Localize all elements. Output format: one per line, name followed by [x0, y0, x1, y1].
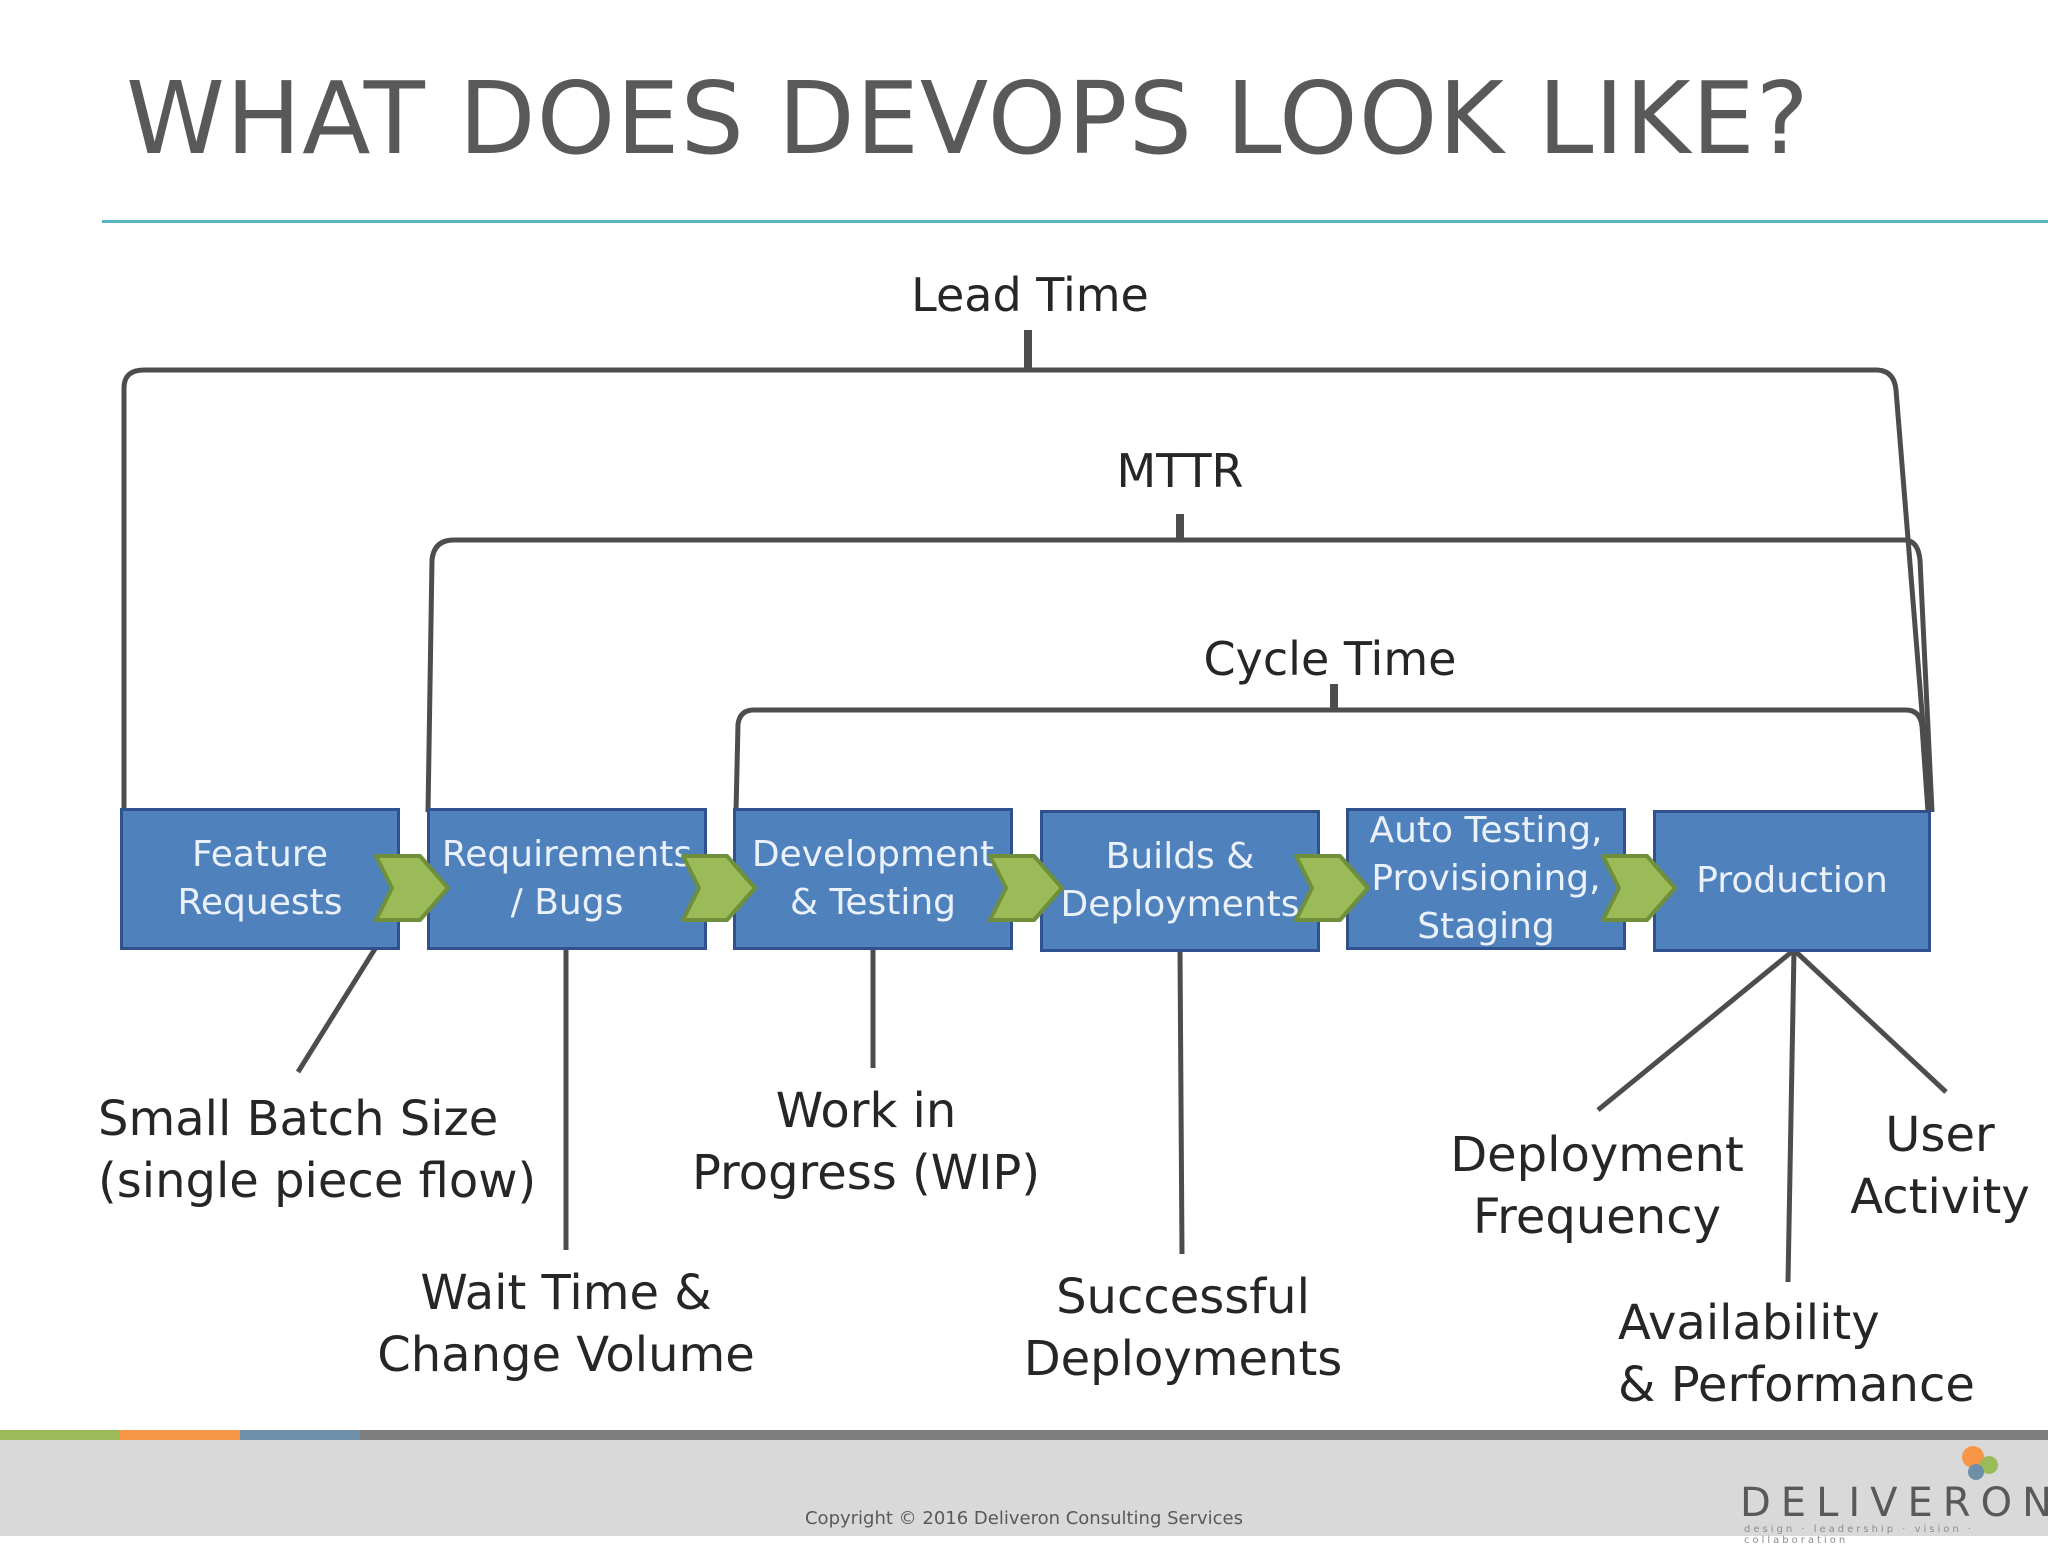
metric-line2: Deployments — [1023, 1331, 1343, 1387]
footer-stripe-blue — [240, 1430, 360, 1440]
cycle-time-bracket — [733, 707, 1931, 813]
metric-wip: Work in Progress (WIP) — [666, 1080, 1066, 1204]
stage-label-line2: Requests — [177, 882, 343, 923]
metric-wait-time: Wait Time & Change Volume — [366, 1262, 766, 1386]
stage-development-testing: Development & Testing — [733, 808, 1013, 950]
stage-builds-deployments: Builds & Deployments — [1040, 810, 1320, 952]
deployment-frequency-connector — [1596, 948, 1796, 1112]
metric-line1: Availability — [1618, 1295, 1880, 1351]
metric-deployment-frequency: Deployment Frequency — [1397, 1124, 1797, 1248]
stage-label-line2: & Testing — [789, 882, 957, 923]
stage-auto-testing: Auto Testing, Provisioning, Staging — [1346, 808, 1626, 950]
logo-dot-orange — [1962, 1446, 1984, 1468]
stage-label-line1: Production — [1696, 860, 1888, 901]
metric-line1: Deployment — [1450, 1127, 1744, 1183]
stage-label-line1: Requirements — [441, 834, 693, 875]
stage-label-line1: Auto Testing, — [1369, 810, 1603, 851]
cycle-time-label: Cycle Time — [1203, 632, 1457, 686]
metric-line2: Frequency — [1473, 1189, 1721, 1245]
stage-requirements-bugs: Requirements / Bugs — [427, 808, 707, 950]
metric-line2: Change Volume — [377, 1327, 755, 1383]
metric-successful-deployments: Successful Deployments — [983, 1266, 1383, 1390]
mttr-label: MTTR — [1116, 444, 1244, 498]
logo-tagline: design · leadership · vision · collabora… — [1744, 1524, 1975, 1546]
metric-line2: (single piece flow) — [98, 1153, 537, 1209]
copyright-text: Copyright © 2016 Deliveron Consulting Se… — [804, 1508, 1244, 1529]
footer-stripe-green — [0, 1430, 120, 1440]
metric-user-activity: User Activity — [1842, 1104, 2038, 1228]
metric-line2: Progress (WIP) — [691, 1145, 1041, 1201]
metric-line2: & Performance — [1618, 1357, 1975, 1413]
logo-dot-blue — [1968, 1464, 1984, 1480]
footer-stripe-gray — [360, 1430, 2048, 1440]
metric-small-batch: Small Batch Size (single piece flow) — [98, 1088, 537, 1212]
footer-band — [0, 1440, 2048, 1536]
metric-line1: Wait Time & — [420, 1265, 712, 1321]
footer-stripe-orange — [120, 1430, 240, 1440]
logo-wordmark: DELIVERON — [1740, 1480, 2048, 1526]
slide-title: WHAT DOES DEVOPS LOOK LIKE? — [126, 60, 1810, 177]
metric-line1: Small Batch Size — [98, 1091, 499, 1147]
metric-line2: Activity — [1850, 1169, 2030, 1225]
stage-label-line2: Deployments — [1060, 884, 1300, 925]
metric-line1: Successful — [1056, 1269, 1310, 1325]
title-divider — [102, 220, 2048, 223]
stage-label-line1: Builds & — [1105, 836, 1255, 877]
metric-availability: Availability & Performance — [1618, 1292, 1978, 1416]
metric-line1: Work in — [775, 1083, 957, 1139]
stage-label-line2: Provisioning, — [1371, 858, 1601, 899]
user-activity-connector — [1792, 948, 1948, 1094]
stage-label-line1: Feature — [191, 834, 329, 875]
successful-deployments-connector — [1177, 949, 1185, 1255]
availability-connector — [1785, 949, 1797, 1283]
deliveron-logo: DELIVERON design · leadership · vision ·… — [1740, 1446, 2048, 1546]
lead-time-bracket — [121, 367, 1933, 813]
logo-dot-green — [1980, 1456, 1998, 1474]
metric-line1: User — [1885, 1107, 1995, 1163]
stage-label-line2: / Bugs — [510, 882, 624, 923]
lead-time-label: Lead Time — [911, 268, 1149, 322]
stage-label-line3: Staging — [1417, 906, 1555, 947]
stage-production: Production — [1653, 810, 1931, 952]
stage-label-line1: Development — [751, 834, 995, 875]
